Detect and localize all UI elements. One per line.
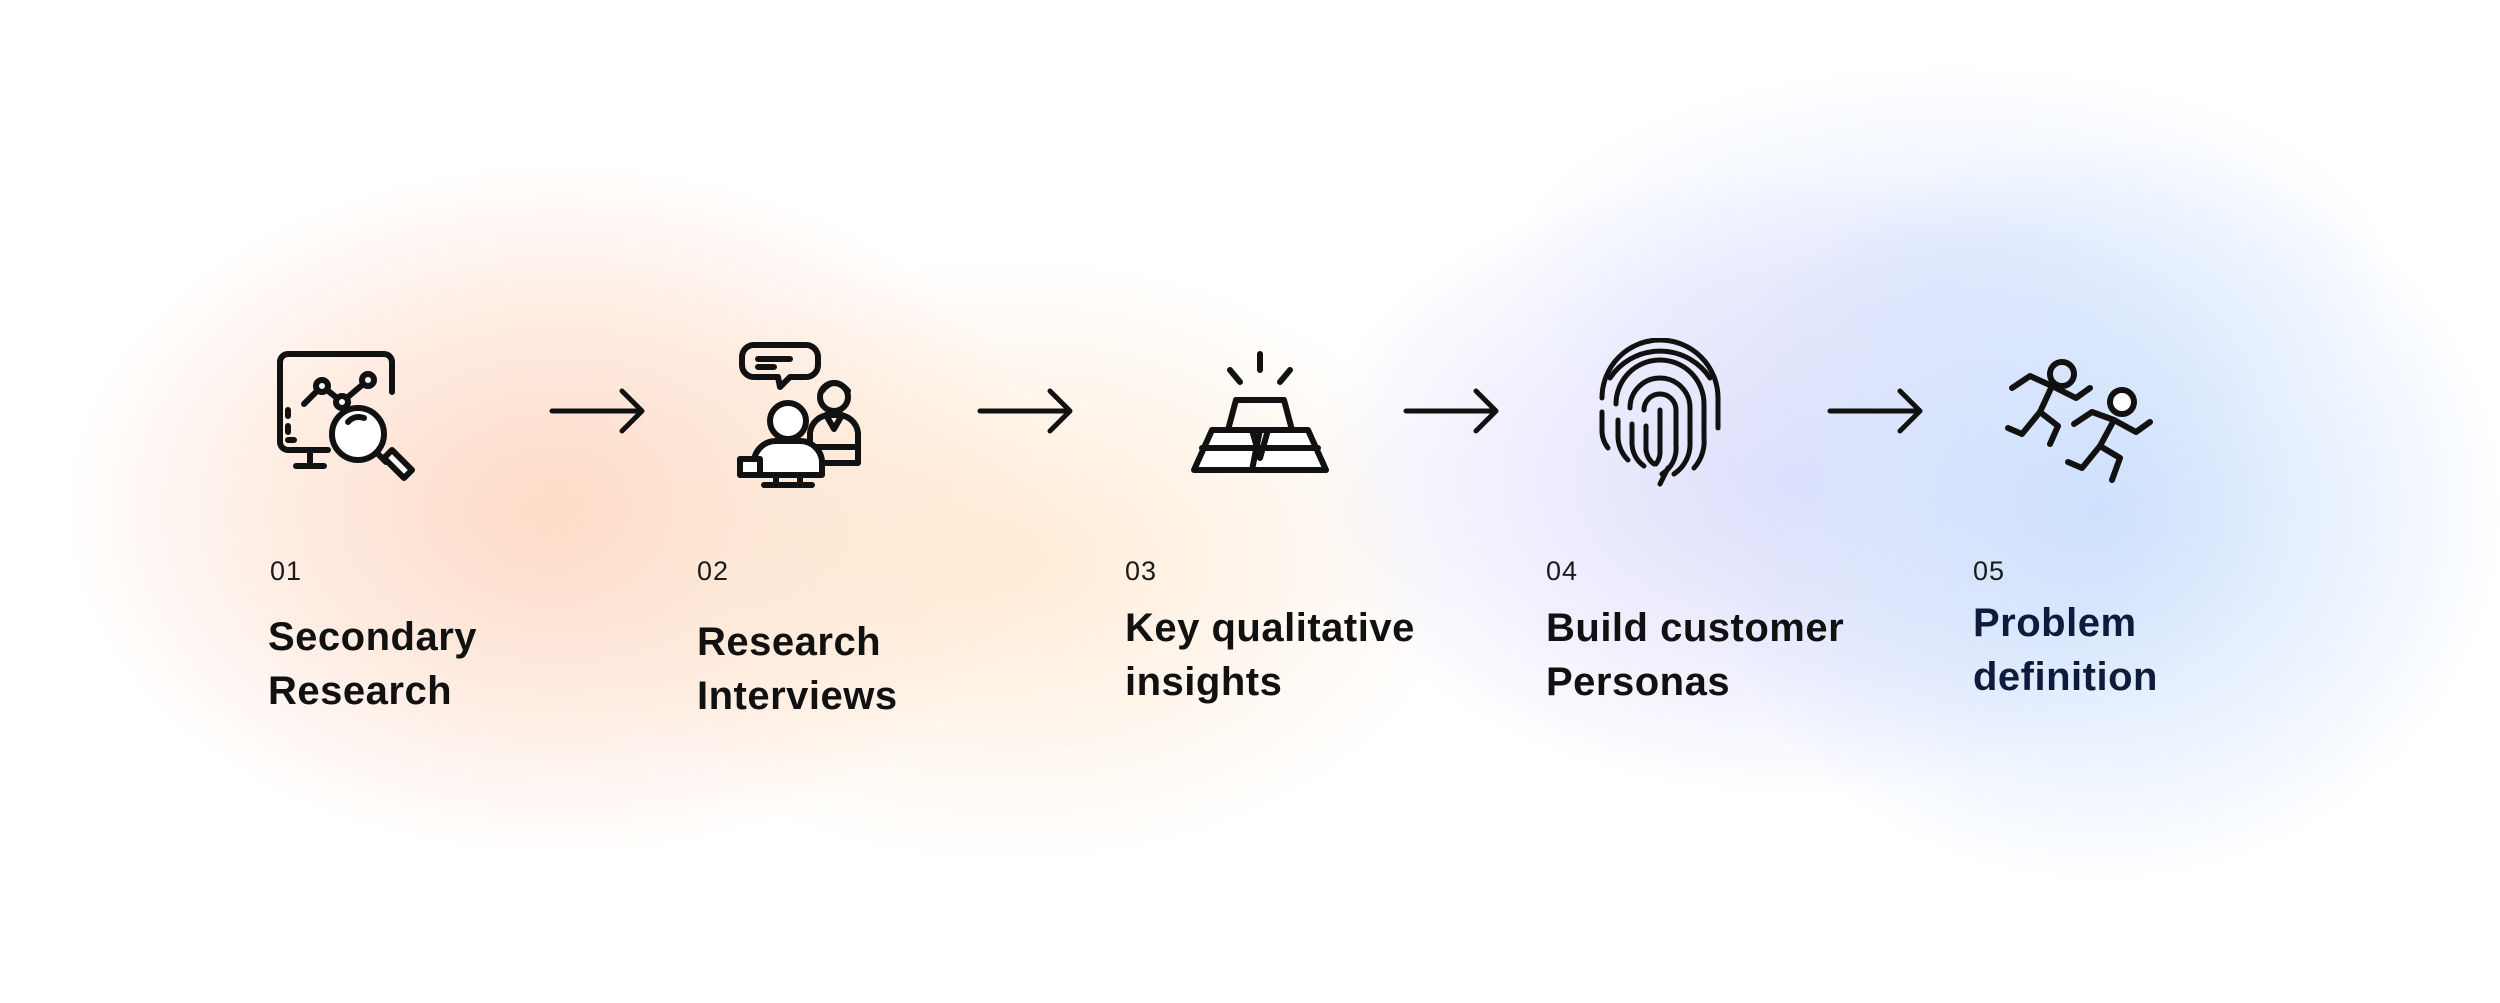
fingerprint-icon [1580,338,1740,498]
interview-icon [730,335,890,495]
step-number: 04 [1546,556,1579,586]
step-title: Build customer Personas [1546,601,1844,709]
step-title-line: Research [268,669,453,713]
analytics-search-icon [268,340,428,500]
step-number: 03 [1125,556,1158,586]
step-number: 05 [1973,556,2006,586]
right-arrow-icon [548,386,648,436]
step-title: Research Interviews [697,615,898,723]
step-title-line: Key qualitative [1125,606,1415,650]
step-number: 02 [697,556,730,586]
step-title: Problem definition [1973,596,2158,704]
right-arrow-icon [1826,386,1926,436]
step-title-line: Secondary [268,615,478,659]
step-title: Secondary Research [268,610,477,718]
step-title: Key qualitative insights [1125,601,1415,709]
step-title-line: Research [697,620,882,664]
gold-bars-icon [1180,340,1340,500]
step-title-line: definition [1973,655,2158,699]
right-arrow-icon [976,386,1076,436]
step-title-line: Interviews [697,674,898,718]
step-title-line: Personas [1546,660,1731,704]
step-title-line: Build customer [1546,606,1845,650]
right-arrow-icon [1402,386,1502,436]
step-number: 01 [270,556,303,586]
step-title-line: Problem [1973,601,2137,645]
step-title-line: insights [1125,660,1283,704]
running-people-icon [2000,340,2160,500]
